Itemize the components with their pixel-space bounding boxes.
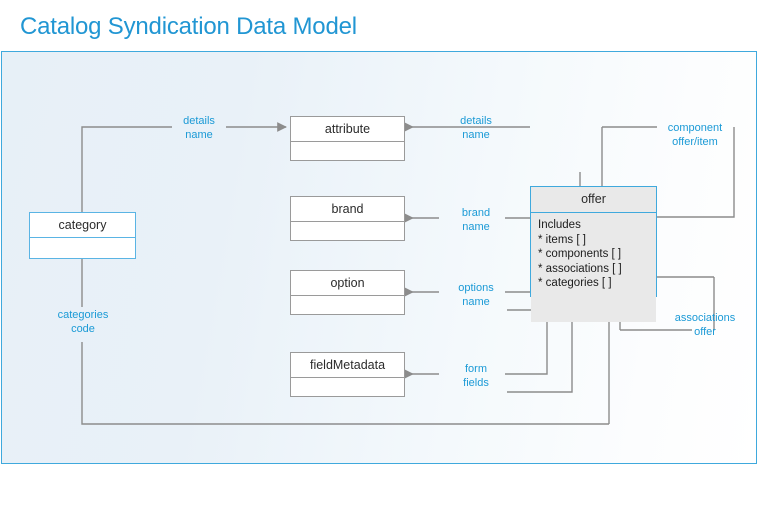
entity-category-body — [30, 238, 135, 283]
entity-offer-attribute-includes: Includes — [538, 219, 581, 231]
entity-brand-body — [291, 222, 404, 265]
edge-label-details-name-left: details name — [172, 115, 226, 142]
edge-label-associations-offer: associations offer — [662, 312, 748, 339]
edge-label-categories-code-line1: categories — [57, 309, 109, 321]
edge-label-component-offer-item-line1: component — [667, 122, 723, 134]
edge-label-options-name: options name — [449, 282, 503, 309]
edge-category-attribute-left — [81, 126, 172, 212]
entity-offer-attribute-categories: * categories [ ] — [538, 277, 612, 289]
entity-option[interactable]: option — [290, 270, 405, 315]
edge-label-component-offer-item: component offer/item — [654, 122, 736, 149]
edge-label-brand-name-line1: brand — [461, 207, 491, 219]
edge-label-details-name-right-line1: details — [460, 115, 492, 127]
page-title: Catalog Syndication Data Model — [20, 13, 357, 40]
entity-offer-name: offer — [531, 187, 656, 213]
entity-category-name: category — [30, 213, 135, 238]
entity-offer-attribute-components: * components [ ] — [538, 248, 622, 260]
edge-label-associations-offer-line1: associations — [674, 312, 736, 324]
edge-label-categories-code-line2: code — [71, 322, 95, 335]
entity-attribute-name: attribute — [291, 117, 404, 142]
edge-label-details-name-left-line2: name — [185, 128, 213, 141]
entity-option-body — [291, 296, 404, 339]
entity-category[interactable]: category — [29, 212, 136, 259]
edge-offer-bottom-stem-left — [507, 297, 573, 393]
edge-label-categories-code: categories code — [42, 309, 124, 336]
edge-component-to-offer — [621, 127, 735, 222]
edge-label-details-name-left-line1: details — [183, 115, 215, 127]
edge-label-form-fields: form fields — [449, 363, 503, 390]
edge-label-brand-name: brand name — [449, 207, 503, 234]
edge-label-details-name-right-line2: name — [462, 128, 490, 141]
entity-attribute-body — [291, 142, 404, 185]
edge-label-options-name-line1: options — [458, 282, 494, 294]
entity-fieldmetadata[interactable]: fieldMetadata — [290, 352, 405, 397]
entity-brand-name: brand — [291, 197, 404, 222]
edge-offer-fieldmetadata — [505, 297, 548, 375]
entity-brand[interactable]: brand — [290, 196, 405, 241]
entity-offer[interactable]: offer Includes * items [ ] * components … — [530, 186, 657, 322]
page-header: Catalog Syndication Data Model — [0, 0, 758, 51]
edge-label-form-fields-line2: fields — [463, 376, 489, 389]
entity-offer-attributes: Includes * items [ ] * components [ ] * … — [531, 213, 656, 322]
diagram-canvas: category attribute brand option fieldMet… — [1, 51, 757, 464]
edge-label-options-name-line2: name — [462, 295, 490, 308]
edge-label-component-offer-item-line2: offer/item — [672, 135, 718, 148]
edge-label-associations-offer-line2: offer — [694, 325, 716, 338]
edge-label-brand-name-line2: name — [462, 220, 490, 233]
entity-fieldmetadata-body — [291, 378, 404, 421]
entity-offer-attribute-items: * items [ ] — [538, 233, 586, 246]
edge-label-details-name-right: details name — [449, 115, 503, 142]
edge-category-bottom-bus — [81, 342, 609, 425]
entity-fieldmetadata-name: fieldMetadata — [291, 353, 404, 378]
edge-label-form-fields-line1: form — [465, 363, 487, 375]
connector-layer — [81, 122, 735, 425]
entity-option-name: option — [291, 271, 404, 296]
entity-attribute[interactable]: attribute — [290, 116, 405, 161]
entity-offer-attribute-associations: * associations [ ] — [538, 262, 622, 275]
